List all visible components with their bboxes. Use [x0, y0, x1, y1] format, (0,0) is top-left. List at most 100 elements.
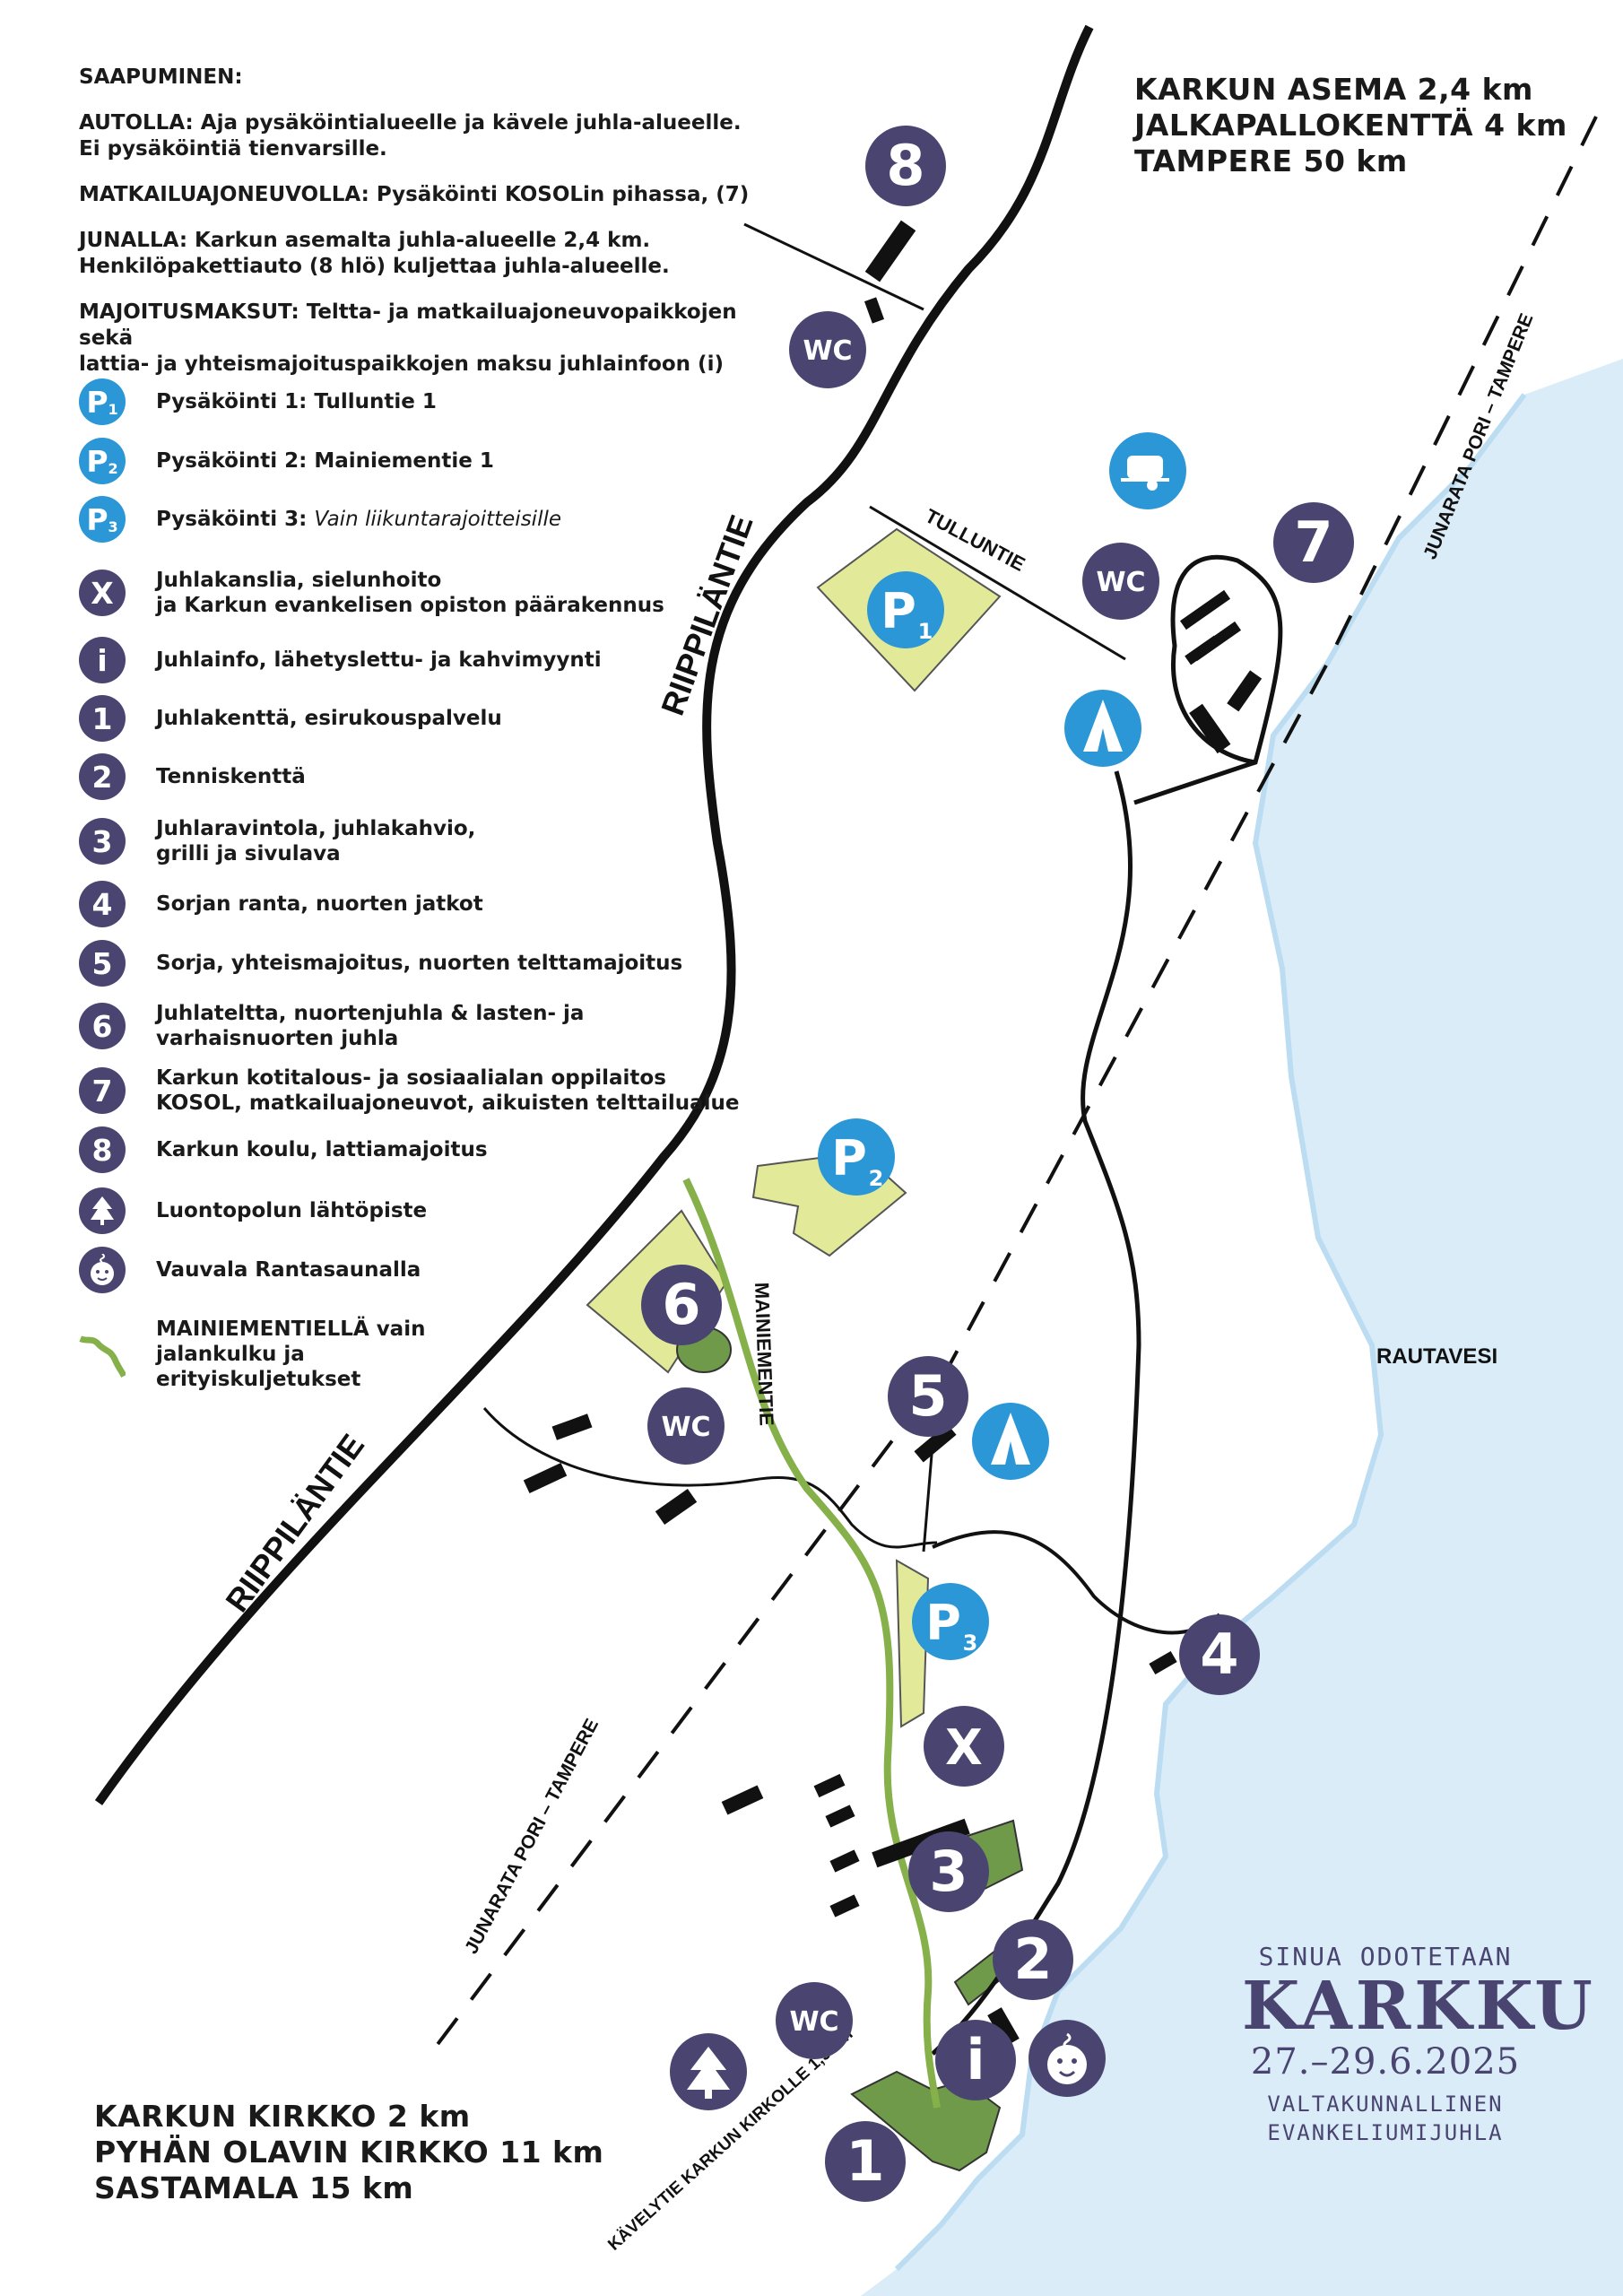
- distances-north: KARKUN ASEMA 2,4 km JALKAPALLOKENTTÄ 4 k…: [1134, 72, 1567, 179]
- legend-text: Karkun kotitalous- ja sosiaalialan oppil…: [156, 1066, 740, 1115]
- building: [655, 1489, 698, 1525]
- marker-x[interactable]: X: [924, 1706, 1004, 1787]
- lake-shore-line: [894, 393, 1527, 2272]
- marker-tent-sorja[interactable]: [972, 1403, 1049, 1480]
- marker-5[interactable]: 5: [888, 1356, 968, 1437]
- marker-2[interactable]: 2: [993, 1919, 1073, 2000]
- legend-text: Pysäköinti 1: Tulluntie 1: [156, 390, 437, 413]
- marker-info[interactable]: i: [935, 2020, 1016, 2100]
- railway-label-south: JUNARATA PORI – TAMPERE: [461, 1716, 603, 1958]
- legend-text: Vauvala Rantasaunalla: [156, 1258, 421, 1282]
- road-east-branch: [932, 1530, 1221, 1635]
- legend-text: Pysäköinti 3: Vain liikuntarajoitteisill…: [156, 508, 562, 531]
- marker-wc-kosol[interactable]: WC: [1082, 543, 1159, 620]
- caravan-icon: [1121, 456, 1169, 491]
- legend-item-3: 3 Juhlaravintola, juhlakahvio,grilli ja …: [79, 816, 475, 866]
- marker-baby[interactable]: [1028, 2020, 1106, 2097]
- marker-7[interactable]: 7: [1273, 502, 1354, 583]
- marker-8[interactable]: 8: [865, 126, 946, 206]
- legend-text: Sorjan ranta, nuorten jatkot: [156, 892, 483, 916]
- legend-item-1: 1 Juhlakenttä, esirukouspalvelu: [79, 695, 502, 742]
- baby-icon: [1047, 2032, 1087, 2084]
- road-riippilantie: [94, 24, 1094, 1805]
- brand-subtitle-1: VALTAKUNNALLINEN: [1267, 2092, 1504, 2117]
- marker-tree[interactable]: [670, 2033, 747, 2110]
- legend-text: Juhlainfo, lähetyslettu- ja kahvimyynti: [156, 648, 602, 672]
- legend-item-4: 4 Sorjan ranta, nuorten jatkot: [79, 881, 483, 927]
- marker-wc-south[interactable]: WC: [776, 1982, 853, 2059]
- legend-item-7: 7 Karkun kotitalous- ja sosiaalialan opp…: [79, 1065, 740, 1116]
- distance-line: PYHÄN OLAVIN KIRKKO 11 km: [94, 2135, 604, 2170]
- svg-text:3: 3: [963, 1631, 978, 1656]
- building: [813, 1773, 846, 1798]
- distance-line: KARKUN KIRKKO 2 km: [94, 2099, 471, 2134]
- building: [864, 220, 916, 283]
- road-sorja: [922, 1443, 934, 1552]
- road-tulluntie: [869, 505, 1126, 661]
- number-7-icon: 7: [79, 1067, 126, 1114]
- distances-south: KARKUN KIRKKO 2 km PYHÄN OLAVIN KIRKKO 1…: [94, 2099, 603, 2206]
- building: [1179, 589, 1231, 631]
- office-x-icon: X: [79, 570, 126, 616]
- svg-text:6: 6: [662, 1272, 700, 1337]
- svg-text:5: 5: [908, 1363, 947, 1429]
- building: [721, 1785, 764, 1815]
- svg-text:8: 8: [886, 133, 924, 198]
- svg-text:2: 2: [1013, 1926, 1052, 1992]
- building: [1149, 1650, 1177, 1675]
- brand-tagline: SINUA ODOTETAAN: [1258, 1942, 1513, 1971]
- marker-1[interactable]: 1: [825, 2121, 906, 2202]
- legend-text: Pysäköinti 2: Mainiementie 1: [156, 449, 494, 473]
- legend-item-6: 6 Juhlateltta, nuortenjuhla & lasten- ja…: [79, 1001, 584, 1051]
- road-riippilantie-edge: [743, 222, 924, 311]
- marker-wc-north[interactable]: WC: [789, 311, 866, 388]
- svg-text:4: 4: [1200, 1622, 1238, 1687]
- brand-dates: 27.–29.6.2025: [1250, 2041, 1521, 2083]
- svg-text:WC: WC: [1096, 567, 1145, 598]
- svg-text:1: 1: [918, 619, 933, 644]
- lake-label: RAUTAVESI: [1376, 1344, 1497, 1369]
- marker-tent-kosol[interactable]: [1064, 690, 1141, 767]
- legend-item-2: 2 Tenniskenttä: [79, 753, 306, 800]
- svg-text:1: 1: [846, 2128, 884, 2194]
- marker-caravan[interactable]: [1109, 432, 1186, 509]
- road-label-mainiementie: MAINIEMENTIE: [751, 1282, 778, 1426]
- distance-line: SASTAMALA 15 km: [94, 2170, 414, 2205]
- marker-3[interactable]: 3: [908, 1831, 989, 1912]
- legend-text: Tenniskenttä: [156, 765, 306, 788]
- arrival-rv: MATKAILUAJONEUVOLLA: Pysäköinti KOSOLin …: [79, 183, 750, 206]
- svg-text:WC: WC: [661, 1412, 710, 1443]
- road-kosol-ring: [1133, 554, 1283, 805]
- number-8-icon: 8: [79, 1126, 126, 1173]
- marker-wc-mid[interactable]: WC: [647, 1387, 725, 1465]
- legend-arrival: SAAPUMINEN: AUTOLLA: Aja pysäköintialuee…: [79, 65, 787, 397]
- marker-4[interactable]: 4: [1179, 1614, 1260, 1695]
- tent-icon: [1083, 700, 1123, 752]
- number-2-icon: 2: [79, 753, 126, 800]
- building: [551, 1413, 593, 1440]
- arrival-train: JUNALLA: Karkun asemalta juhla-alueelle …: [79, 229, 670, 278]
- accommodation-fees: MAJOITUSMAKSUT: Teltta- ja matkailuajone…: [79, 300, 737, 376]
- building: [1189, 703, 1231, 754]
- info-icon: i: [79, 637, 126, 683]
- brand-title: KARKKU: [1242, 1968, 1596, 2045]
- marker-6[interactable]: 6: [641, 1265, 722, 1345]
- legend-item-8: 8 Karkun koulu, lattiamajoitus: [79, 1126, 488, 1173]
- tent-icon: [991, 1413, 1030, 1465]
- svg-text:P: P: [925, 1595, 961, 1651]
- legend-text: Luontopolun lähtöpiste: [156, 1199, 428, 1222]
- svg-text:WC: WC: [803, 335, 852, 367]
- legend-item-5: 5 Sorja, yhteismajoitus, nuorten telttam…: [79, 940, 682, 987]
